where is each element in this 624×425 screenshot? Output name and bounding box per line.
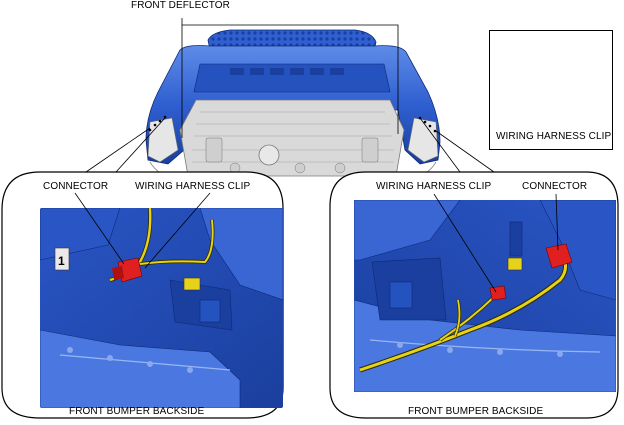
right-connector-label: CONNECTOR bbox=[522, 181, 588, 192]
right-wiring-harness-clip-label: WIRING HARNESS CLIP bbox=[376, 181, 492, 192]
inset-clip-label: WIRING HARNESS CLIP bbox=[496, 131, 612, 142]
left-labels-leaders bbox=[74, 192, 211, 269]
wiring-harness-clip-inset bbox=[489, 30, 613, 150]
left-detail-panel: 1 bbox=[1, 171, 284, 419]
left-callout-lines bbox=[85, 117, 495, 173]
left-connector-label: CONNECTOR bbox=[43, 181, 109, 192]
right-labels-leaders bbox=[433, 193, 559, 293]
right-caption: FRONT BUMPER BACKSIDE bbox=[408, 406, 544, 417]
right-detail-panel bbox=[329, 171, 619, 419]
front-deflector-label: FRONT DEFLECTOR bbox=[131, 0, 230, 11]
left-wiring-harness-clip-label: WIRING HARNESS CLIP bbox=[135, 181, 251, 192]
front-deflector-leader bbox=[181, 18, 399, 138]
front-bumper-overview bbox=[145, 29, 441, 179]
left-caption: FRONT BUMPER BACKSIDE bbox=[69, 406, 205, 417]
svg-text:1: 1 bbox=[58, 254, 65, 268]
